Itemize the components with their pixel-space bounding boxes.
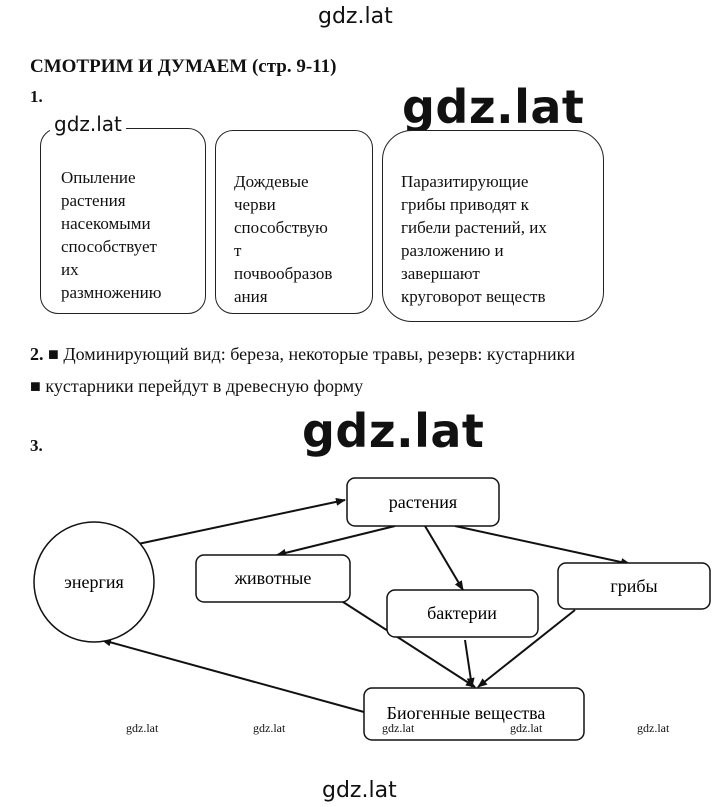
ecosystem-diagram: энергия растения животные бактерии грибы… (33, 477, 711, 741)
node-bacteria (386, 589, 539, 638)
watermark-small-1: gdz.lat (126, 721, 159, 735)
arrow-energy-to-plants (137, 497, 346, 545)
arrow-fungi-to-biogenic (477, 609, 576, 688)
watermark-large-1: gdz.lat (402, 80, 585, 134)
watermark-top: gdz.lat (318, 4, 393, 29)
node-energy-label: энергия (64, 572, 124, 592)
task2-line1: 2. ■ Доминирующий вид: береза, некоторые… (30, 344, 575, 365)
node-bacteria-label: бактерии (427, 603, 497, 623)
arrow-bacteria-to-biogenic (464, 639, 475, 688)
task3-number: 3. (30, 436, 43, 455)
node-plants (346, 477, 500, 527)
node-biogenic (363, 687, 585, 741)
watermark-large-2: gdz.lat (302, 404, 485, 458)
task2-text-1: Доминирующий вид: береза, некоторые трав… (63, 344, 576, 364)
node-biogenic-label: Биогенные вещества (387, 703, 546, 723)
task2-bullet-1: ■ (48, 344, 59, 364)
node-animals-label: животные (234, 568, 312, 588)
section-title: СМОТРИМ И ДУМАЕМ (стр. 9-11) (30, 56, 337, 77)
watermark-card: gdz.lat (50, 112, 126, 136)
node-fungi-label: грибы (610, 576, 657, 596)
node-plants-label: растения (389, 492, 457, 512)
watermark-small-4: gdz.lat (510, 721, 543, 735)
task1-number: 1. (30, 87, 43, 106)
card-parasitic-fungi: Паразитирующие грибы приводят к гибели р… (382, 130, 604, 322)
task2-line2: ■ кустарники перейдут в древесную форму (30, 376, 363, 397)
watermark-small-2: gdz.lat (253, 721, 286, 735)
card-parasitic-fungi-text: Паразитирующие грибы приводят к гибели р… (401, 172, 547, 306)
arrow-plants-to-animals (276, 525, 396, 557)
arrow-plants-to-fungi (454, 525, 631, 566)
arrow-animals-to-biogenic (339, 599, 476, 688)
card-earthworms: Дождевые черви способствую т почвообразо… (215, 130, 373, 314)
watermark-small-3: gdz.lat (382, 721, 415, 735)
node-fungi (557, 562, 711, 610)
arrow-biogenic-to-energy (101, 638, 365, 713)
watermark-bottom: gdz.lat (322, 778, 397, 803)
arrow-plants-to-bacteria (424, 525, 464, 591)
node-animals (195, 554, 351, 603)
watermark-small-5: gdz.lat (637, 721, 670, 735)
task2-number: 2. (30, 344, 44, 364)
node-energy (33, 521, 155, 643)
task2-text-2: кустарники перейдут в древесную форму (45, 376, 364, 396)
card-pollination: Опыление растения насекомыми способствуе… (40, 128, 206, 314)
card-pollination-text: Опыление растения насекомыми способствуе… (61, 168, 162, 302)
card-earthworms-text: Дождевые черви способствую т почвообразо… (234, 172, 333, 306)
task2-bullet-2: ■ (30, 376, 41, 396)
